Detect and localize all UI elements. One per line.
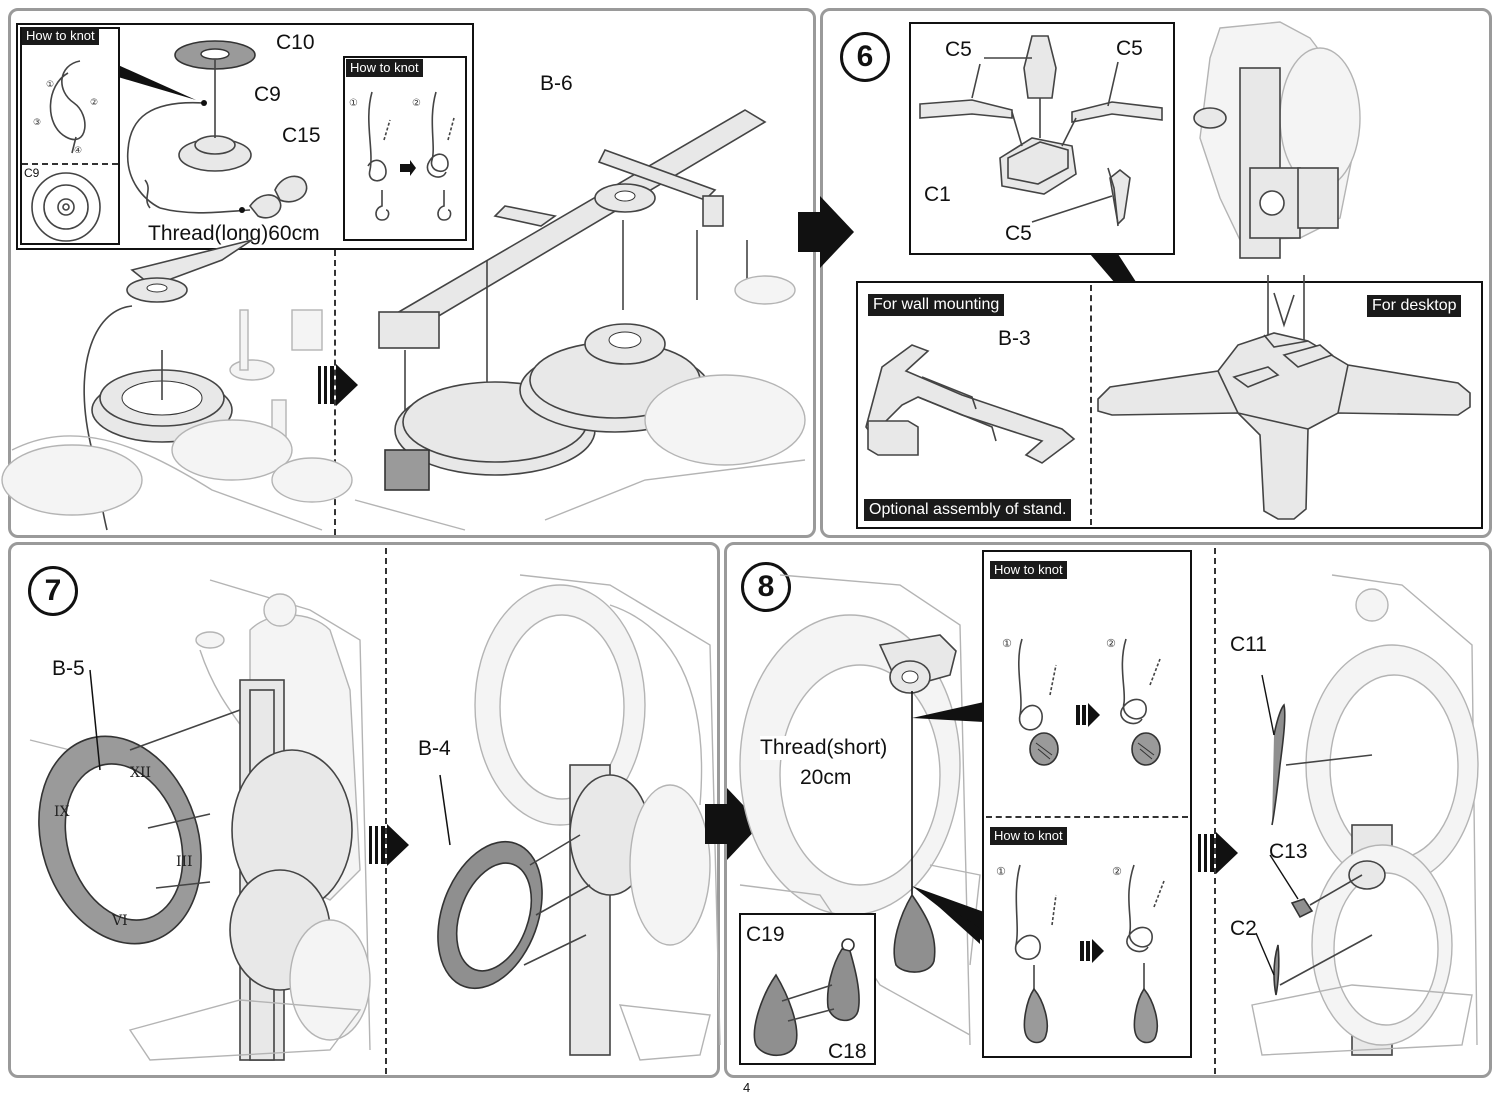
part-label-c18: C18 bbox=[828, 1040, 867, 1063]
c9-inset-label: C9 bbox=[24, 166, 40, 180]
clock-mechanism-step5-illustration bbox=[354, 109, 806, 531]
part-label-c15: C15 bbox=[282, 124, 321, 147]
how-to-knot-tag: How to knot bbox=[990, 561, 1067, 579]
next-step-arrow bbox=[318, 364, 358, 406]
divider-dashed bbox=[334, 250, 336, 535]
clock-step8-left-illustration bbox=[739, 574, 981, 1046]
knot-hook-inset bbox=[343, 56, 467, 241]
thread-long-label: Thread(long)60cm bbox=[148, 222, 320, 245]
big-arrow-to-step-6 bbox=[798, 196, 854, 268]
big-arrow-to-step-8 bbox=[705, 788, 761, 860]
step-number-6: 6 bbox=[840, 32, 890, 82]
part-label-c2: C2 bbox=[1230, 917, 1257, 940]
pendulum-c18-c19-illustration bbox=[753, 938, 860, 1057]
clock-mechanism-step4-illustration bbox=[1, 239, 353, 531]
divider-dashed bbox=[1214, 548, 1216, 1074]
step-number-7: 7 bbox=[28, 566, 78, 616]
part-label-c10: C10 bbox=[276, 31, 315, 54]
wall-mount-b3-illustration bbox=[865, 344, 1076, 464]
hook-knot-illustration: ① ② bbox=[349, 91, 455, 221]
how-to-knot-tag: How to knot bbox=[22, 27, 99, 45]
desktop-stand-illustration bbox=[1097, 275, 1471, 520]
clock-front-partial-illustration bbox=[1193, 21, 1361, 259]
clock-step8-right-illustration bbox=[1251, 574, 1479, 1056]
knot-loop-illustration-a: ① ② bbox=[1002, 637, 1161, 766]
numeral-xii: XII bbox=[130, 765, 151, 781]
part-label-c5: C5 bbox=[1116, 37, 1143, 60]
part-label-b5: B-5 bbox=[52, 657, 85, 680]
step-number-8: 8 bbox=[741, 562, 791, 612]
clock-step7-left-illustration: XII III VI IX bbox=[29, 579, 371, 1061]
numeral-iii: III bbox=[176, 854, 193, 870]
clock-step7-right-illustration bbox=[437, 574, 721, 1061]
stand-c1-c5-illustration bbox=[919, 35, 1163, 227]
svg-text:②: ② bbox=[1112, 865, 1122, 878]
knot-diagram-small bbox=[20, 27, 120, 245]
part-label-b6: B-6 bbox=[540, 72, 573, 95]
knot-loop-illustration-b: ① ② bbox=[996, 864, 1165, 1044]
clock-face-ring-b5 bbox=[38, 735, 202, 945]
numeral-ix: IX bbox=[54, 804, 70, 820]
svg-text:①: ① bbox=[1002, 637, 1012, 650]
optional-assembly-tag: Optional assembly of stand. bbox=[864, 499, 1072, 521]
svg-text:①: ① bbox=[46, 80, 54, 90]
callout-pointer bbox=[918, 888, 980, 944]
spool-c10-c9-c15-illustration bbox=[126, 40, 308, 219]
how-to-knot-tag: How to knot bbox=[990, 827, 1067, 845]
svg-text:①: ① bbox=[349, 98, 358, 109]
knot-callout-pointer bbox=[118, 65, 196, 100]
divider-dashed bbox=[22, 163, 118, 165]
numeral-vi: VI bbox=[111, 913, 128, 929]
for-wall-mounting-tag: For wall mounting bbox=[868, 294, 1005, 316]
part-label-c5: C5 bbox=[945, 38, 972, 61]
svg-text:②: ② bbox=[412, 98, 421, 109]
part-label-b3: B-3 bbox=[998, 327, 1031, 350]
part-label-c1: C1 bbox=[924, 183, 951, 206]
part-label-b4: B-4 bbox=[418, 737, 451, 760]
how-to-knot-tag: How to knot bbox=[346, 59, 423, 77]
next-step-arrow bbox=[1198, 832, 1238, 874]
svg-text:②: ② bbox=[90, 98, 98, 108]
thread-length-label: 20cm bbox=[800, 766, 852, 790]
svg-text:④: ④ bbox=[74, 146, 82, 156]
thread-short-label: Thread(short) bbox=[760, 736, 888, 760]
svg-text:②: ② bbox=[1106, 637, 1116, 650]
divider-dashed bbox=[986, 816, 1188, 818]
svg-text:③: ③ bbox=[33, 118, 41, 128]
divider-dashed bbox=[1090, 285, 1092, 525]
part-label-c9: C9 bbox=[254, 83, 281, 106]
knot-instructions-box bbox=[982, 550, 1192, 1058]
svg-text:①: ① bbox=[996, 865, 1006, 878]
knot-figure-eight-illustration: ① ② ③ ④ bbox=[31, 60, 101, 242]
for-desktop-tag: For desktop bbox=[1367, 295, 1462, 317]
part-label-c5: C5 bbox=[1005, 222, 1032, 245]
callout-pointers bbox=[912, 702, 984, 942]
page-number: 4 bbox=[743, 1080, 751, 1095]
part-label-c11: C11 bbox=[1230, 633, 1267, 656]
part-label-c19: C19 bbox=[746, 923, 785, 946]
divider-dashed bbox=[385, 548, 387, 1074]
part-label-c13: C13 bbox=[1269, 840, 1308, 863]
next-step-arrow bbox=[369, 824, 409, 866]
